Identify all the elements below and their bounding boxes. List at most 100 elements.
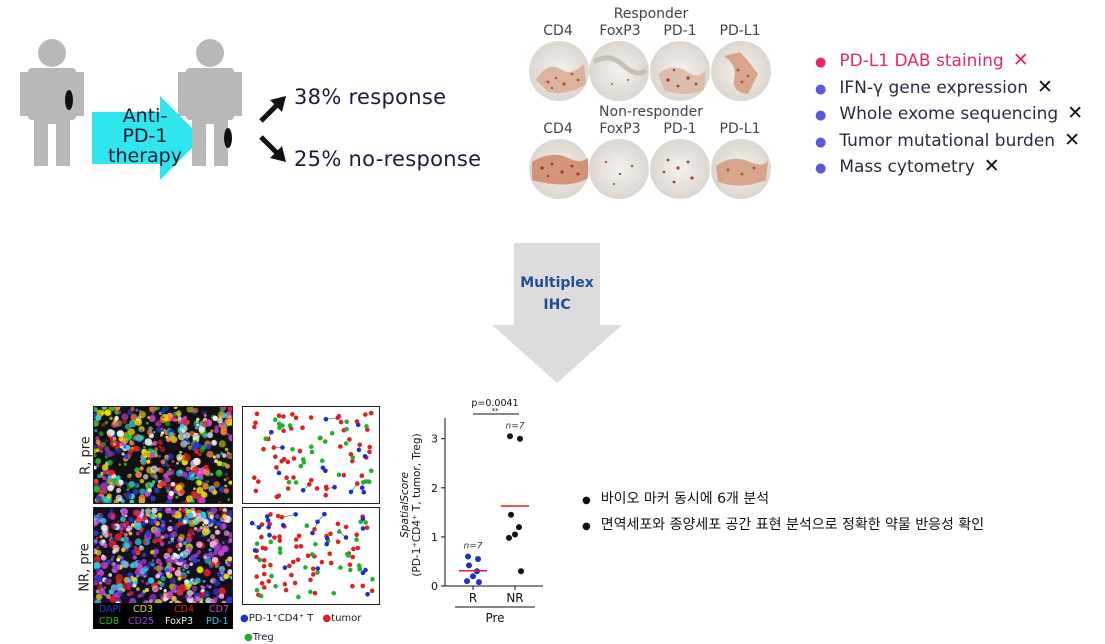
cell-mark bbox=[180, 411, 182, 413]
cell-mark bbox=[132, 436, 137, 441]
cell-mark bbox=[139, 561, 142, 564]
cell-mark bbox=[119, 523, 126, 530]
cell-mark bbox=[227, 498, 230, 501]
cell-mark bbox=[160, 541, 165, 546]
cell-mark bbox=[202, 524, 204, 526]
cell-point bbox=[337, 473, 342, 478]
cell-mark bbox=[157, 581, 161, 585]
cell-point bbox=[350, 555, 355, 560]
cell-point bbox=[351, 547, 356, 552]
cell-mark bbox=[177, 576, 181, 580]
cell-mark bbox=[207, 432, 213, 438]
cell-point bbox=[253, 548, 258, 553]
cell-mark bbox=[203, 433, 208, 438]
cell-mark bbox=[185, 564, 189, 568]
cell-point bbox=[342, 473, 347, 478]
cell-mark bbox=[178, 419, 181, 422]
cell-point bbox=[301, 488, 306, 493]
cell-point bbox=[328, 532, 333, 537]
cell-mark bbox=[126, 528, 130, 532]
cell-mark bbox=[96, 439, 101, 444]
cell-mark bbox=[171, 482, 176, 487]
cell-mark bbox=[146, 564, 151, 569]
cell-point bbox=[280, 423, 285, 428]
cell-point bbox=[321, 466, 326, 471]
cell-point bbox=[262, 558, 267, 563]
stain-label-pdl1-r: PD-L1 bbox=[710, 23, 770, 39]
cell-point bbox=[276, 514, 281, 519]
cell-point bbox=[337, 414, 342, 419]
cell-mark bbox=[103, 543, 108, 548]
cell-mark bbox=[214, 459, 218, 463]
cell-mark bbox=[167, 464, 170, 467]
cell-mark bbox=[105, 421, 108, 424]
cell-mark bbox=[94, 556, 101, 563]
cell-mark bbox=[153, 554, 156, 557]
cell-mark bbox=[143, 446, 146, 449]
cell-mark bbox=[134, 523, 141, 530]
cell-mark bbox=[152, 539, 157, 544]
cross-icon: ✕ bbox=[1064, 129, 1080, 151]
cell-point bbox=[278, 550, 283, 555]
cell-point bbox=[344, 525, 349, 530]
cell-mark bbox=[195, 476, 198, 479]
nonresponder-title: Non-responder bbox=[590, 104, 712, 120]
cell-mark bbox=[100, 535, 103, 538]
cell-mark bbox=[94, 539, 98, 545]
cell-mark bbox=[131, 447, 133, 449]
cell-mark bbox=[196, 451, 199, 454]
cell-point bbox=[291, 475, 296, 480]
cell-point bbox=[320, 458, 325, 463]
cell-mark bbox=[128, 517, 134, 523]
cell-point bbox=[266, 525, 271, 530]
cell-point bbox=[255, 541, 260, 546]
cell-point bbox=[332, 485, 337, 490]
cell-point bbox=[313, 591, 318, 596]
cell-mark bbox=[178, 494, 181, 497]
cell-mark bbox=[172, 559, 177, 564]
cell-mark bbox=[101, 555, 107, 561]
method-item: ●IFN-γ gene expression✕ bbox=[815, 74, 1083, 101]
cell-mark bbox=[173, 525, 179, 531]
data-point bbox=[476, 579, 482, 585]
y-tick-label: 2 bbox=[431, 482, 438, 495]
methods-list: ●PD-L1 DAB staining✕ ●IFN-γ gene express… bbox=[815, 47, 1083, 180]
cell-mark bbox=[146, 422, 149, 425]
cell-mark bbox=[230, 576, 232, 580]
cell-mark bbox=[192, 579, 196, 583]
cell-mark bbox=[148, 488, 152, 492]
cell-mark bbox=[111, 515, 116, 520]
cell-mark bbox=[195, 513, 202, 520]
row-label-r-pre: R, pre bbox=[79, 426, 94, 486]
cell-point bbox=[283, 565, 288, 570]
cell-mark bbox=[156, 559, 161, 564]
legend-foxp3: FoxP3 bbox=[165, 616, 193, 627]
cell-mark bbox=[174, 407, 178, 409]
cell-mark bbox=[182, 569, 185, 572]
stain-label-cd4-nr: CD4 bbox=[528, 121, 588, 137]
cell-mark bbox=[169, 491, 174, 496]
cell-mark bbox=[176, 462, 179, 465]
cell-mark bbox=[160, 587, 163, 590]
cell-mark bbox=[145, 483, 148, 486]
cell-mark bbox=[204, 557, 211, 564]
method-item: ●Whole exome sequencing✕ bbox=[815, 100, 1083, 127]
cell-mark bbox=[125, 424, 131, 430]
cell-mark bbox=[192, 586, 198, 592]
cell-point bbox=[363, 568, 368, 573]
legend-cd4: CD4 bbox=[174, 604, 194, 615]
cell-mark bbox=[117, 430, 124, 437]
cell-mark bbox=[221, 545, 228, 552]
cell-point bbox=[338, 565, 343, 570]
cell-mark bbox=[124, 543, 130, 549]
cell-mark bbox=[112, 587, 116, 591]
cell-mark bbox=[169, 520, 171, 522]
cell-mark bbox=[149, 415, 156, 422]
cell-mark bbox=[119, 463, 121, 465]
cell-mark bbox=[144, 455, 147, 458]
cell-point bbox=[315, 570, 320, 575]
cell-point bbox=[273, 454, 278, 459]
cell-mark bbox=[114, 416, 119, 421]
cell-mark bbox=[189, 475, 195, 481]
cell-mark bbox=[213, 588, 220, 595]
